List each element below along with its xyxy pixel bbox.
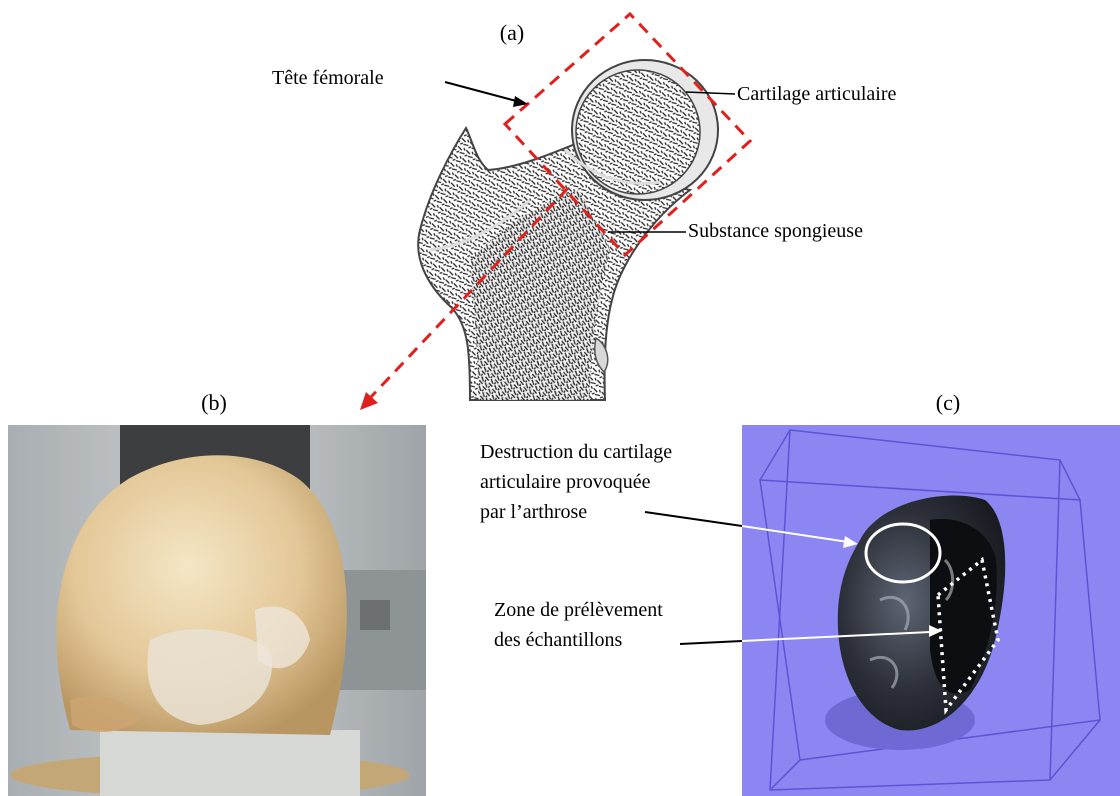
- ct-volume-render: [742, 425, 1120, 796]
- label-destruction-3: par l’arthrose: [480, 501, 587, 523]
- arrow-zone-black: [680, 641, 742, 644]
- panel-b-label: (b): [201, 390, 227, 415]
- arrow-destruction-black: [645, 512, 742, 526]
- arrow-tete-femorale: [445, 82, 520, 102]
- panel-c: (c) Destruction du cartilage articulaire…: [480, 390, 1120, 796]
- panel-a: (a) Tête fémorale Cartilage articulaire …: [272, 14, 896, 410]
- label-tete-femorale: Tête fémorale: [272, 67, 384, 89]
- dashed-arrowhead: [360, 392, 378, 410]
- bone-photo: [8, 425, 430, 796]
- panel-b: (b): [8, 390, 430, 796]
- label-zone-2: des échantillons: [494, 629, 623, 651]
- femur-illustration: [418, 60, 718, 400]
- label-zone-1: Zone de prélèvement: [494, 599, 663, 621]
- panel-c-label: (c): [936, 390, 960, 415]
- femoral-head-shape: [576, 70, 700, 194]
- label-destruction-1: Destruction du cartilage: [480, 441, 672, 463]
- label-substance-spongieuse: Substance spongieuse: [688, 220, 863, 242]
- label-cartilage-articulaire: Cartilage articulaire: [737, 83, 896, 105]
- panel-a-label: (a): [500, 20, 524, 45]
- label-destruction-2: articulaire provoquée: [480, 471, 651, 493]
